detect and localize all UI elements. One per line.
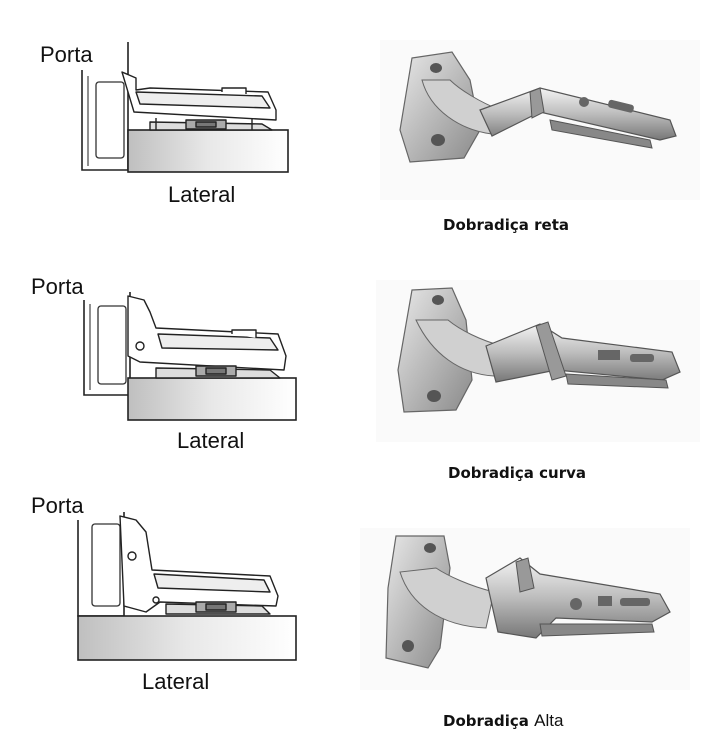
lateral-label: Lateral <box>177 428 245 453</box>
lateral-board <box>127 129 289 173</box>
caption-alta-main: Dobradiça <box>443 712 529 730</box>
hinge-diagram-alta <box>77 512 297 661</box>
hinge-photo-alta <box>360 528 690 690</box>
hinge-body <box>121 71 277 131</box>
door-panel <box>81 42 129 171</box>
lateral-label: Lateral <box>168 182 236 207</box>
caption-reta: Dobradiça reta <box>443 216 569 234</box>
porta-label: Porta <box>31 493 84 518</box>
caption-alta-suffix: Alta <box>534 711 564 730</box>
porta-label: Porta <box>40 42 93 67</box>
hinge-body <box>127 295 287 379</box>
caption-curva: Dobradiça curva <box>448 464 586 482</box>
hinge-diagram-curva <box>83 292 297 421</box>
hinge-photo-curva <box>376 280 700 442</box>
hinge-photo-reta <box>380 40 700 200</box>
lateral-board <box>127 377 297 421</box>
lateral-board <box>77 615 297 661</box>
hinge-body <box>119 515 279 615</box>
door-panel <box>77 512 125 617</box>
hinge-diagram-reta <box>81 42 289 173</box>
porta-label: Porta <box>31 274 84 299</box>
lateral-label: Lateral <box>142 669 210 694</box>
caption-alta: Dobradiça Alta <box>443 712 563 729</box>
